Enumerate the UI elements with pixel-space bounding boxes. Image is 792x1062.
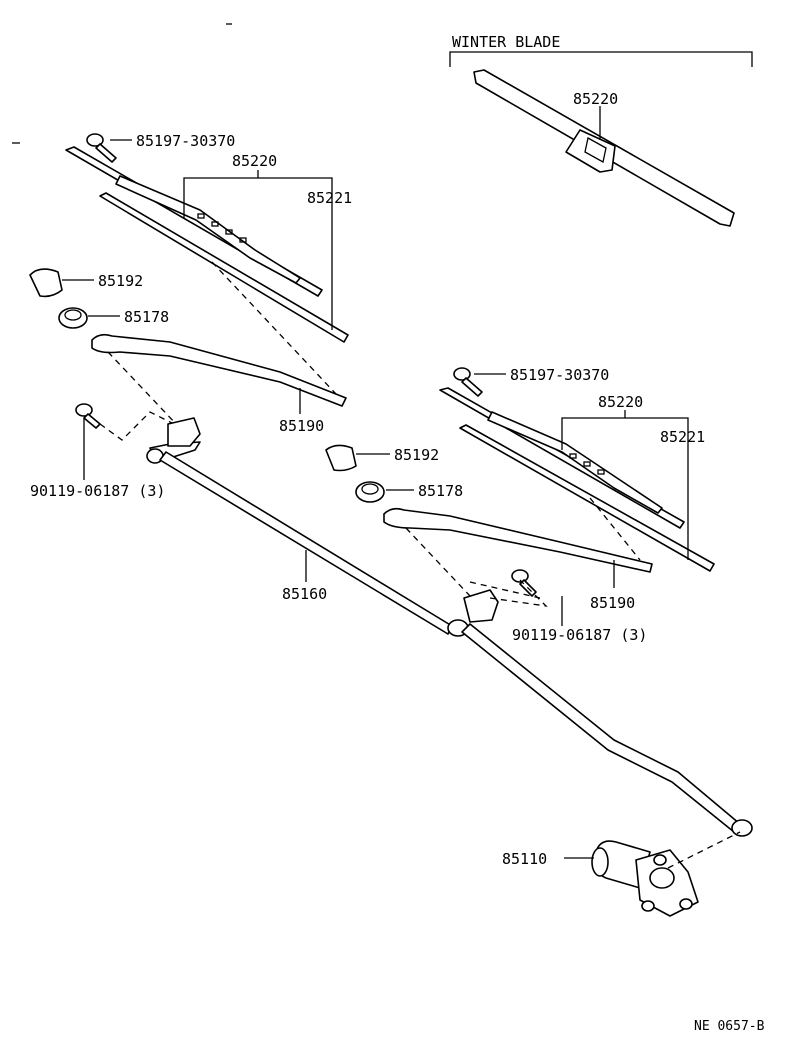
left-bolt[interactable] [75,403,101,429]
link-rod[interactable] [146,421,753,837]
label-left-bolt: 90119-06187 (3) [30,482,165,500]
label-right-arm: 85190 [590,594,635,612]
right-screw[interactable] [453,367,483,397]
label-right-bolt: 90119-06187 (3) [512,626,647,644]
label-motor: 85110 [502,850,547,868]
label-right-cap: 85192 [394,446,439,464]
right-arm[interactable] [383,507,653,573]
label-right-screw: 85197-30370 [510,366,609,384]
left-screw[interactable] [86,133,117,163]
label-left-cap: 85192 [98,272,143,290]
left-nut[interactable] [58,307,88,329]
label-right-blade: 85220 [598,393,643,411]
winter-blade-section: WINTER BLADE 85220 [449,33,753,227]
label-left-arm: 85190 [279,417,324,435]
label-left-screw: 85197-30370 [136,132,235,150]
label-link-rod: 85160 [282,585,327,603]
right-cap[interactable] [325,444,357,472]
label-left-blade: 85220 [232,152,277,170]
right-rubber[interactable] [459,424,715,572]
label-left-nut: 85178 [124,308,169,326]
left-arm[interactable] [91,333,347,407]
label-right-nut: 85178 [418,482,463,500]
right-pivot[interactable] [463,589,499,623]
section-title: WINTER BLADE [452,33,560,51]
drawing-code: NE 0657-B [694,1019,765,1034]
label-left-rubber: 85221 [307,189,352,207]
left-wiper-assembly: 85197-30370 85220 85221 85192 85178 8519… [29,132,352,500]
label-winter-blade: 85220 [573,90,618,108]
wiper-motor[interactable] [591,840,699,917]
left-rubber[interactable] [99,192,349,343]
left-cap[interactable] [29,268,63,298]
section-bracket [449,51,753,67]
label-right-rubber: 85221 [660,428,705,446]
right-nut[interactable] [355,481,385,503]
left-pivot[interactable] [167,417,201,447]
right-wiper-assembly: 85197-30370 85220 85221 85192 85178 8519… [325,366,715,644]
